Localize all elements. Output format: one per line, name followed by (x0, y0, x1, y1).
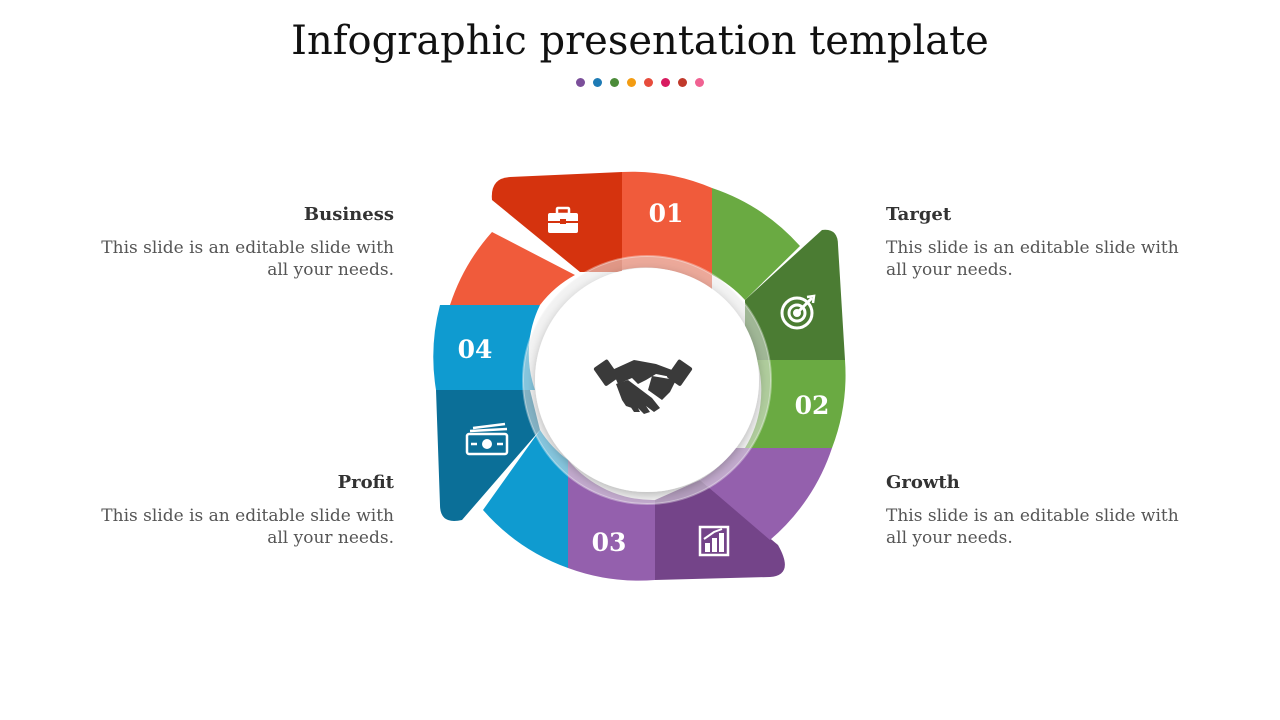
growth-description: This slide is an editable slide with all… (886, 506, 1179, 548)
target-description: This slide is an editable slide with all… (886, 238, 1179, 280)
bar-chart-icon (698, 525, 730, 557)
segment-01-body-b (450, 232, 575, 305)
dot (695, 78, 704, 87)
segment-03-body-a (700, 448, 832, 540)
handshake-icon (593, 359, 693, 414)
segment-02-body-a (712, 188, 800, 300)
dot (661, 78, 670, 87)
dot (644, 78, 653, 87)
profit-description: This slide is an editable slide with all… (101, 506, 394, 548)
growth-block: Growth This slide is an editable slide w… (886, 472, 1186, 549)
dot (678, 78, 687, 87)
money-icon (465, 422, 509, 456)
dot (610, 78, 619, 87)
segment-03-number: 03 (592, 528, 627, 557)
segment-04-body-a (483, 430, 568, 568)
business-description: This slide is an editable slide with all… (101, 238, 394, 280)
segment-02-arrow (745, 229, 845, 360)
business-heading: Business (303, 204, 394, 225)
segment-02-number: 02 (795, 391, 830, 420)
target-icon (780, 294, 816, 330)
profit-block: Profit This slide is an editable slide w… (94, 472, 394, 549)
segment-01-number: 01 (649, 199, 684, 228)
segment-03-body-b (568, 460, 655, 581)
dot (576, 78, 585, 87)
dot (627, 78, 636, 87)
page-title: Infographic presentation template (291, 18, 989, 64)
target-heading: Target (886, 204, 952, 225)
target-block: Target This slide is an editable slide w… (886, 204, 1186, 281)
center-circle (535, 268, 759, 492)
segment-04-arrow (436, 390, 540, 521)
briefcase-icon (548, 206, 578, 233)
segment-04-body-b (433, 305, 540, 390)
profit-heading: Profit (337, 472, 394, 493)
dot (593, 78, 602, 87)
growth-heading: Growth (886, 472, 960, 493)
decorative-dots (576, 78, 706, 88)
business-block: Business This slide is an editable slide… (94, 204, 394, 281)
segment-04-number: 04 (458, 335, 493, 364)
